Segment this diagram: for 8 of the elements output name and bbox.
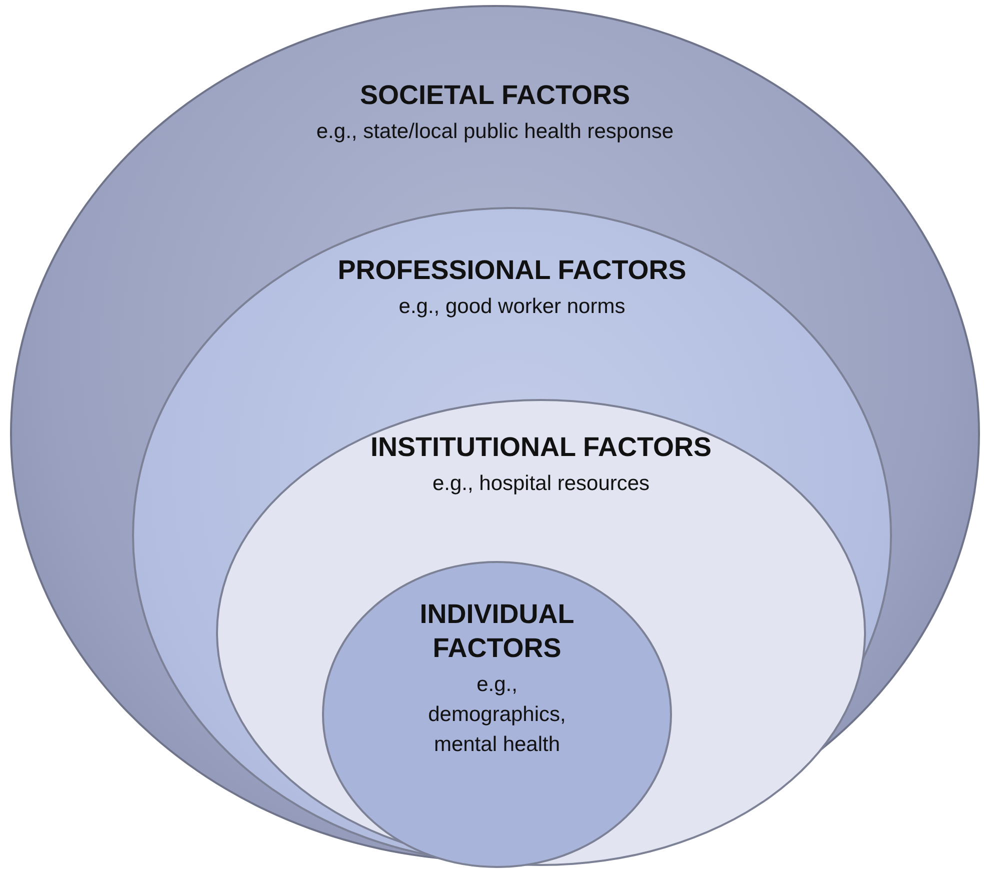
example-text: e.g., demographics, mental health xyxy=(427,672,567,758)
example-text: e.g., state/local public health response xyxy=(315,118,675,145)
heading: PROFESSIONAL FACTORS xyxy=(336,254,688,287)
heading: INSTITUTIONAL FACTORS xyxy=(369,431,712,464)
heading: INDIVIDUAL FACTORS xyxy=(418,598,576,665)
example-text: e.g., hospital resources xyxy=(431,470,651,497)
example-text: e.g., good worker norms xyxy=(398,294,626,320)
heading: SOCIETAL FACTORS xyxy=(358,79,632,112)
